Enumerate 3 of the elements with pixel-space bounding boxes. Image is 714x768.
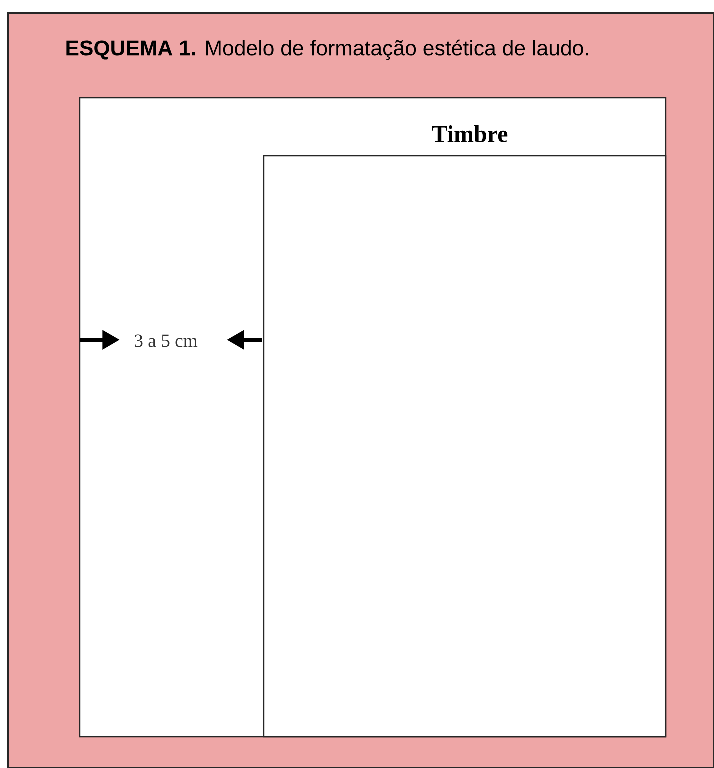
- content-box: [263, 155, 667, 738]
- title: ESQUEMA 1. Modelo de formatação estética de laudo.: [66, 40, 588, 60]
- dimension-label: 3 a 5 cm: [135, 334, 198, 348]
